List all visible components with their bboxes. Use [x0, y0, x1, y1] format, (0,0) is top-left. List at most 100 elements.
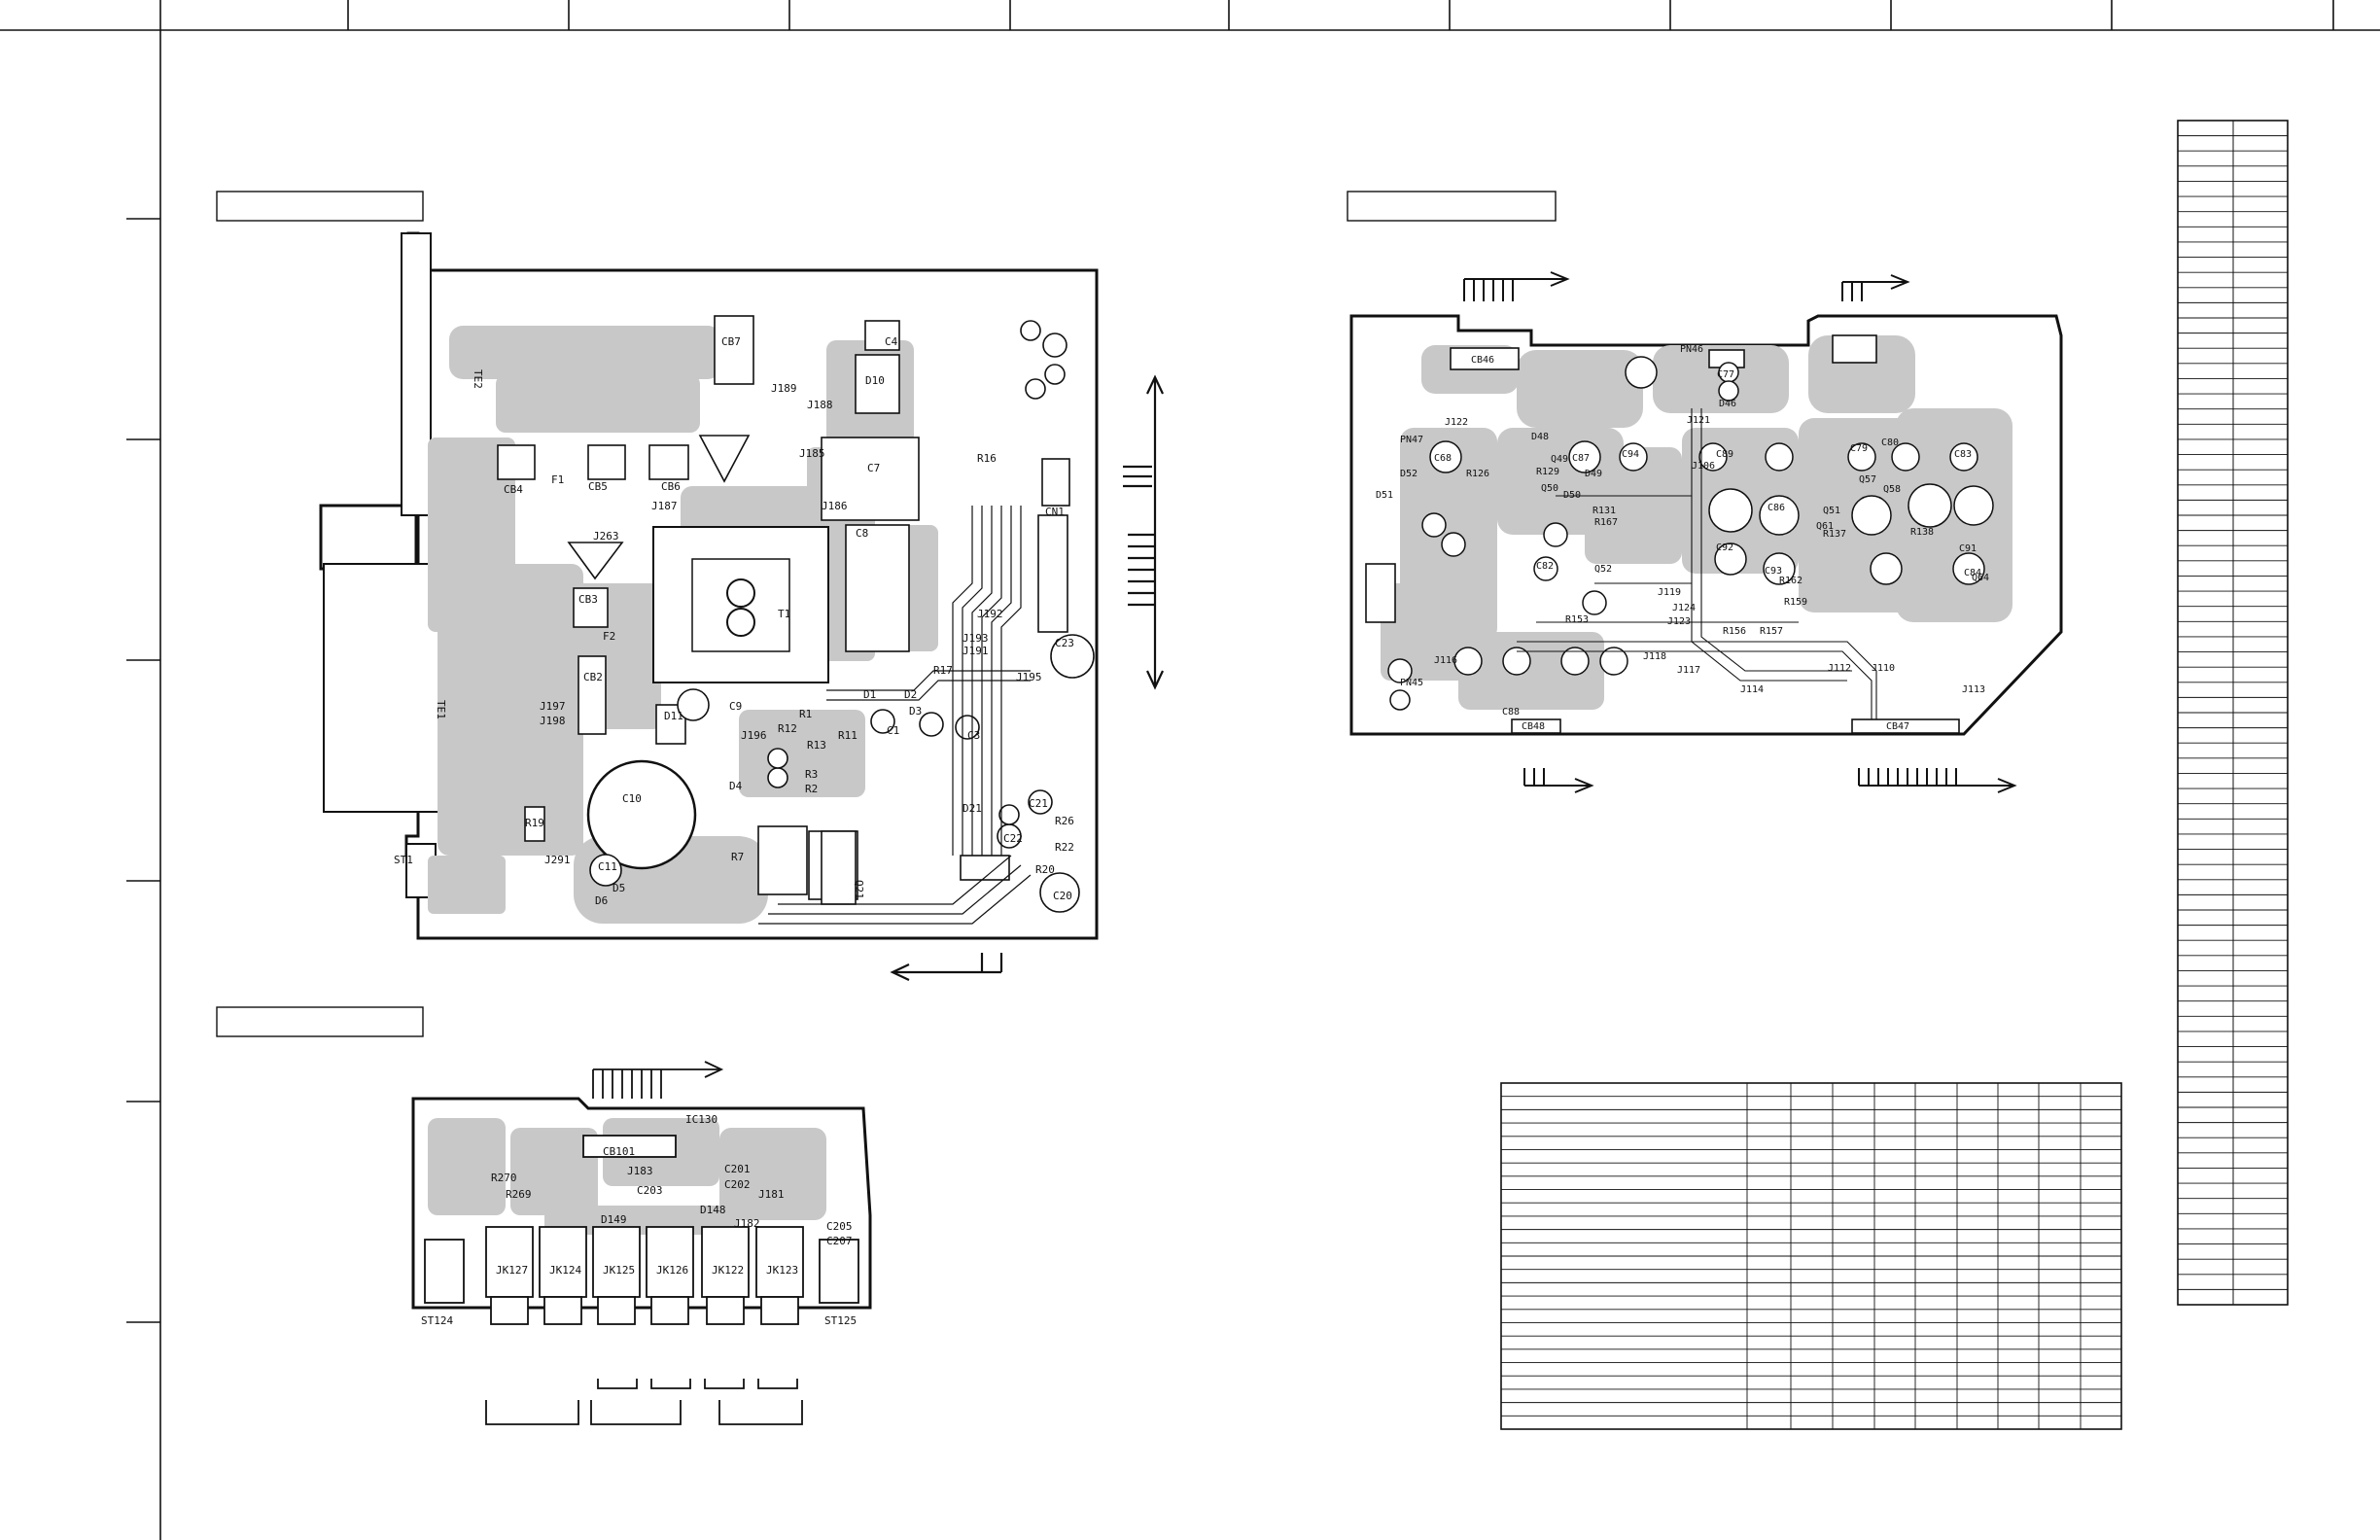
power-label-r20: R20 [1035, 863, 1055, 876]
amp-label-d51: D51 [1376, 490, 1393, 501]
power-label-f1: F1 [551, 473, 564, 486]
jack-jk122 [701, 1226, 750, 1298]
amp-board-title-box [1347, 191, 1557, 222]
amp-label-r162: R162 [1779, 576, 1802, 586]
power-traces [758, 506, 1032, 925]
amp-label-j121: J121 [1687, 415, 1710, 426]
power-label-c1: C1 [887, 724, 899, 737]
jack-label-jk127: JK127 [496, 1264, 528, 1277]
power-label-c20: C20 [1053, 890, 1072, 902]
jack-jk125 [592, 1226, 641, 1298]
amp-label-r129: R129 [1536, 467, 1559, 477]
transformer-t1 [652, 526, 829, 683]
power-label-c4: C4 [885, 335, 898, 348]
power-label-d10: D10 [865, 374, 885, 387]
ref-table [2177, 120, 2289, 1306]
jack-label-c205: C205 [826, 1220, 853, 1233]
amp-label-r159: R159 [1784, 597, 1807, 608]
jack-label-st125: ST125 [824, 1314, 857, 1327]
amp-label-q58: Q58 [1883, 484, 1901, 495]
power-label-d4: D4 [729, 780, 743, 792]
power-label-j198: J198 [540, 715, 566, 727]
power-label-d1: D1 [863, 688, 876, 701]
power-label-j193: J193 [962, 632, 989, 645]
amp-label-r167: R167 [1594, 517, 1618, 528]
power-label-d6: D6 [595, 894, 608, 907]
jack-jk124 [539, 1226, 587, 1298]
power-label-c11: C11 [598, 860, 617, 873]
power-label-d3: D3 [909, 705, 922, 718]
amp-label-q52: Q52 [1594, 564, 1612, 575]
jack-label-jk124: JK124 [549, 1264, 581, 1277]
power-label-cb5: CB5 [588, 480, 608, 493]
power-label-q21: Q21 [853, 880, 865, 899]
power-label-j185: J185 [799, 447, 825, 460]
power-label-cb3: CB3 [578, 593, 598, 606]
power-label-r19: R19 [525, 817, 544, 829]
amp-arrows [1463, 271, 2017, 793]
amp-label-q61: Q61 [1816, 521, 1834, 532]
amp-label-c80: C80 [1881, 438, 1899, 448]
jack-st125 [819, 1239, 859, 1304]
power-label-j186: J186 [822, 500, 848, 512]
amp-components [1365, 334, 1960, 734]
amp-label-j119: J119 [1658, 587, 1681, 598]
jack-label-st124: ST124 [421, 1314, 453, 1327]
power-label-c3: C3 [967, 729, 980, 742]
amp-board: CB46 PN46 PN47 PN45 C77 D46 J122 J121 J1… [1349, 271, 2063, 793]
power-board-arrows [890, 374, 1164, 981]
amp-label-c89: C89 [1716, 449, 1733, 460]
power-label-r17: R17 [933, 664, 953, 677]
power-label-c22: C22 [1003, 832, 1023, 845]
jack-cb101 [582, 1135, 677, 1158]
power-label-t1: T1 [778, 608, 790, 620]
jack-label-c201: C201 [724, 1163, 751, 1175]
power-label-j187: J187 [651, 500, 678, 512]
jack-jk123 [755, 1226, 804, 1298]
amp-label-d48: D48 [1531, 432, 1549, 442]
power-label-d2: D2 [904, 688, 917, 701]
jack-label-j183: J183 [627, 1165, 653, 1177]
power-small-caps [589, 320, 1095, 913]
jack-label-j182: J182 [734, 1217, 760, 1230]
jack-label-d148: D148 [700, 1204, 726, 1216]
amp-cb46 [1450, 347, 1520, 370]
jack-label-r270: R270 [491, 1172, 517, 1184]
power-label-r26: R26 [1055, 815, 1074, 827]
amp-label-pn47: PN47 [1400, 435, 1423, 445]
amp-label-r138: R138 [1910, 527, 1934, 538]
amp-label-d46: D46 [1719, 399, 1736, 409]
jack-board-title-box [216, 1006, 424, 1037]
amp-label-q51: Q51 [1823, 506, 1840, 516]
amp-label-j122: J122 [1445, 417, 1468, 428]
amp-label-cb48: CB48 [1522, 721, 1545, 732]
amp-label-j118: J118 [1643, 651, 1666, 662]
jack-label-c203: C203 [637, 1184, 663, 1197]
amp-label-r156: R156 [1723, 626, 1746, 637]
jack-label-cb101: CB101 [603, 1145, 635, 1158]
power-label-j195: J195 [1016, 671, 1042, 683]
jack-board: CB101 J183 J181 J182 D148 D149 C201 C202… [411, 1061, 872, 1425]
amp-label-c92: C92 [1716, 542, 1733, 553]
power-label-c8: C8 [856, 527, 868, 540]
jack-jk126 [646, 1226, 694, 1298]
jack-label-jk122: JK122 [712, 1264, 744, 1277]
power-label-j197: J197 [540, 700, 566, 713]
amp-label-q49: Q49 [1551, 454, 1568, 465]
amp-label-r126: R126 [1466, 469, 1489, 479]
power-label-d21: D21 [962, 802, 982, 815]
jack-label-r269: R269 [506, 1188, 532, 1201]
power-label-c9: C9 [729, 700, 742, 713]
amp-capacitors [1387, 356, 1994, 711]
amp-label-r157: R157 [1760, 626, 1783, 637]
power-label-j192: J192 [977, 608, 1003, 620]
power-label-j291: J291 [544, 854, 571, 866]
power-label-j191: J191 [962, 645, 989, 657]
power-label-cb6: CB6 [661, 480, 681, 493]
power-label-r11: R11 [838, 729, 858, 742]
power-label-st1: ST1 [394, 854, 413, 866]
section-title-boxes [216, 191, 1557, 1037]
amp-label-j116: J116 [1434, 655, 1457, 666]
amp-label-j113: J113 [1962, 684, 1985, 695]
